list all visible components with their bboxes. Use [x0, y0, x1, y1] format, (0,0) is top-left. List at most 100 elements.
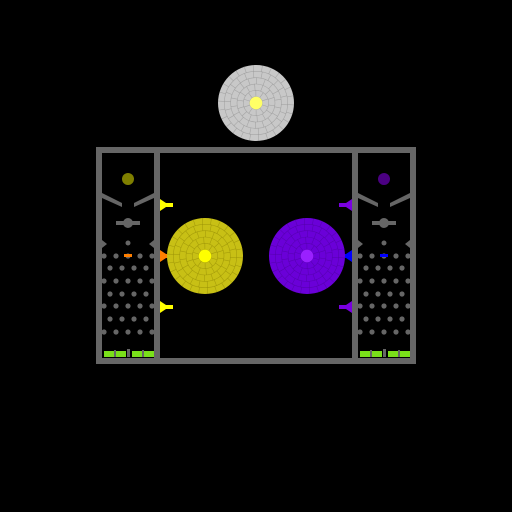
- peg: [113, 303, 119, 309]
- disc-spoke: [288, 252, 295, 255]
- disc-spoke: [193, 226, 197, 233]
- disc-spoke: [214, 242, 220, 248]
- score-bin: [372, 351, 382, 357]
- disc-spoke: [319, 221, 323, 228]
- disc-spoke: [271, 122, 276, 129]
- disc-spoke: [311, 224, 314, 232]
- peg: [137, 278, 143, 284]
- disc-spoke: [179, 258, 187, 261]
- disc-spoke: [209, 238, 213, 245]
- disc-spoke: [267, 117, 272, 124]
- disc-spoke: [214, 286, 217, 293]
- disc-spoke: [328, 240, 335, 244]
- disc-spoke: [295, 226, 299, 233]
- disc-spoke: [175, 245, 182, 248]
- disc-spoke: [298, 231, 302, 239]
- disc-spoke: [334, 271, 340, 276]
- funnel-right-wall: [390, 193, 410, 207]
- peg: [107, 316, 113, 322]
- disc-spoke: [190, 264, 196, 270]
- disc-spoke: [213, 279, 217, 286]
- peg: [405, 253, 411, 259]
- disc-spoke: [233, 120, 239, 126]
- peg: [143, 316, 149, 322]
- peg: [369, 303, 375, 309]
- disc-spoke: [315, 279, 319, 286]
- disc-spoke: [229, 232, 235, 237]
- disc-spoke: [225, 108, 232, 111]
- disc-spoke: [282, 250, 289, 253]
- peg: [357, 253, 363, 259]
- spinner-hub: [123, 218, 133, 228]
- disc-spoke: [299, 261, 304, 267]
- peg: [363, 265, 369, 271]
- score-bin: [132, 351, 142, 357]
- disc-spoke: [210, 218, 212, 225]
- disc-spoke: [174, 261, 181, 264]
- disc-spoke: [284, 86, 291, 90]
- disc-spoke: [228, 76, 234, 82]
- disc-spoke: [177, 229, 183, 235]
- disc-spoke: [279, 111, 286, 114]
- peg: [101, 329, 107, 335]
- disc-spoke: [219, 91, 226, 95]
- disc-spoke: [331, 232, 337, 237]
- peg: [369, 278, 375, 284]
- disc-spoke: [318, 227, 323, 234]
- disc-spoke: [330, 264, 337, 267]
- peg: [363, 291, 369, 297]
- cannon-bottom: [160, 301, 173, 313]
- disc-ring: [179, 230, 231, 282]
- left-player-disc: [167, 218, 243, 294]
- peg: [137, 329, 143, 335]
- disc-spoke: [218, 108, 225, 111]
- disc-spoke: [235, 264, 242, 268]
- bin-divider: [370, 350, 372, 357]
- peg: [149, 303, 155, 309]
- disc-spoke: [270, 244, 277, 248]
- disc-spoke: [241, 111, 247, 117]
- disc-spoke: [222, 233, 228, 239]
- disc-spoke: [284, 273, 290, 279]
- spinner-hub: [379, 218, 389, 228]
- frame-left-wall: [96, 147, 102, 364]
- disc-ring: [230, 77, 282, 129]
- disc-spoke: [260, 71, 263, 79]
- disc-spoke: [182, 264, 189, 269]
- peg: [107, 265, 113, 271]
- disc-spoke: [225, 270, 231, 275]
- peg: [369, 253, 375, 259]
- disc-spoke: [237, 99, 244, 102]
- peg: [399, 291, 405, 297]
- frame-top-wall: [96, 147, 416, 153]
- disc-spoke: [186, 252, 193, 255]
- disc-spoke: [248, 114, 252, 121]
- disc-ring: [173, 224, 237, 288]
- peg: [137, 253, 143, 259]
- disc-spoke: [189, 245, 195, 250]
- disc-spoke: [235, 70, 240, 77]
- disc-spoke: [278, 124, 284, 130]
- wall-notch: [102, 240, 107, 248]
- score-bin: [400, 351, 410, 357]
- disc-spoke: [304, 224, 306, 231]
- disc-ring: [275, 224, 339, 288]
- disc-spoke: [227, 277, 233, 283]
- peg: [405, 278, 411, 284]
- disc-spoke: [175, 275, 181, 280]
- disc-spoke: [300, 287, 302, 294]
- disc-spoke: [294, 251, 302, 255]
- disc-spoke: [313, 232, 317, 239]
- disc-spoke: [276, 261, 283, 264]
- disc-ring: [185, 236, 225, 276]
- peg: [405, 303, 411, 309]
- disc-spoke: [220, 275, 225, 282]
- disc-spoke: [240, 131, 244, 138]
- disc-spoke: [192, 257, 200, 261]
- disc-spoke: [326, 225, 331, 232]
- disc-core: [249, 96, 263, 110]
- disc-spoke: [228, 115, 235, 119]
- disc-spoke: [329, 277, 335, 283]
- disc-spoke: [233, 111, 240, 116]
